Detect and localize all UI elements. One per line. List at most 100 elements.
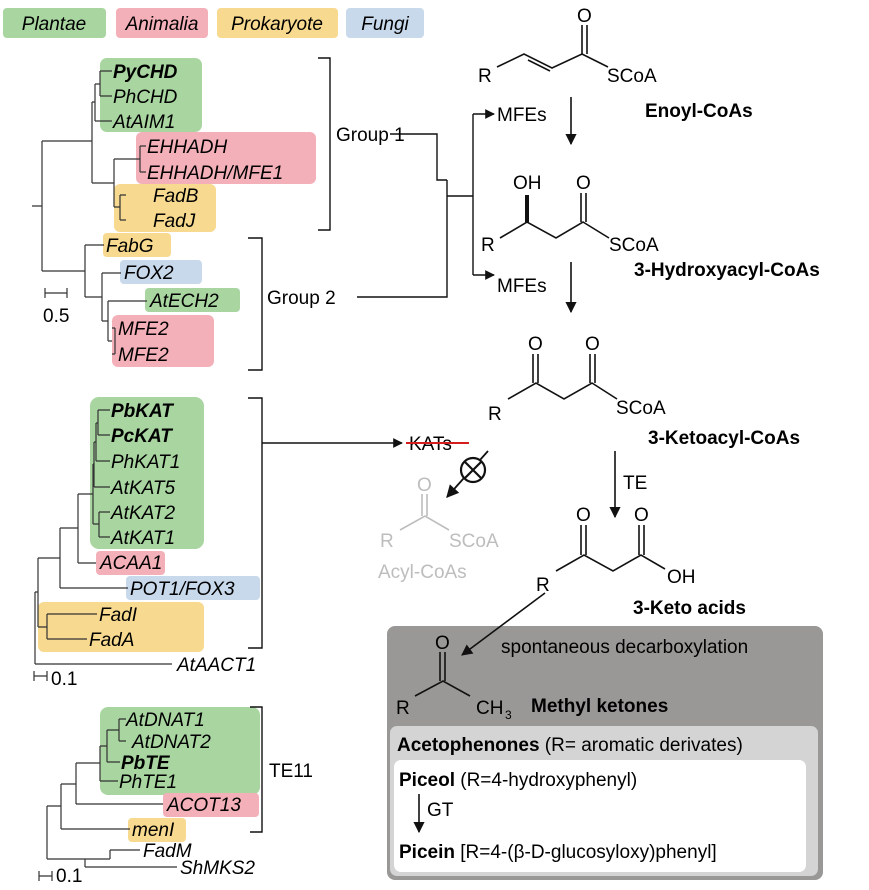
tree3-taxon-meni: menI (132, 820, 175, 841)
tree3-taxon-atdnat1: AtDNAT1 (125, 710, 205, 731)
tree2-pot1-box (126, 576, 260, 600)
tree3-highlights (100, 707, 260, 842)
acyl-r: R (380, 531, 394, 552)
tree1-taxon-phchd: PhCHD (113, 87, 178, 108)
tree1-taxon-ehhadh-mfe1: EHHADH/MFE1 (147, 163, 283, 184)
legend-prokaryote-swatch (217, 8, 338, 38)
ketoacyl-coas-label: 3-Ketoacyl-CoAs (648, 428, 800, 449)
tree1-plant-box (100, 58, 202, 132)
tree1-fox2-box (120, 260, 202, 284)
acyl-coas-label: Acyl-CoAs (378, 562, 467, 583)
mk-ch3-sub: 3 (505, 708, 512, 722)
tree1-animal-box (136, 132, 316, 184)
hydroxy-scoa: SCoA (609, 235, 659, 256)
ketoacid-r: R (536, 575, 550, 596)
keto-acids-label: 3-Keto acids (633, 598, 746, 619)
mfes-label-2: MFEs (497, 276, 547, 297)
tree2-taxon-fadi: FadI (99, 605, 138, 626)
methyl-ketones-label: Methyl ketones (531, 696, 668, 717)
tree2-scale-label: 0.1 (51, 669, 77, 690)
ketoacyl-coa-atoms: R O O SCoA (488, 334, 666, 425)
kats-label: KATs (409, 434, 452, 455)
legend-animalia-label: Animalia (125, 14, 199, 35)
picein-line: Picein [R=4-(β-D-glucosyloxy)phenyl] (399, 842, 717, 863)
tree2-labels: PbKAT PcKAT PhKAT1 AtKAT5 AtKAT2 AtKAT1 … (51, 401, 256, 690)
legend-animalia-swatch (116, 8, 208, 38)
tree3-taxon-fadm: FadM (143, 841, 192, 862)
tree3-branches (38, 718, 177, 881)
arrow-decarboxylation (461, 592, 546, 656)
tree1-atech2-box (145, 288, 240, 312)
tree1-fabg-box (103, 233, 171, 257)
ketoacyl-coa-structure (507, 354, 618, 400)
piceol-line: Piceol (R=4-hydroxyphenyl) (399, 770, 637, 791)
tree2-taxon-pckat: PcKAT (111, 426, 173, 447)
tree3-bracket (250, 706, 263, 833)
enoyl-coas-label: Enoyl-CoAs (645, 101, 753, 122)
enoyl-scoa: SCoA (607, 66, 657, 87)
acyl-coa-structure (399, 494, 450, 531)
tree2-plant-box (90, 397, 204, 549)
enoyl-r: R (478, 66, 492, 87)
blocked-reaction-icon (459, 456, 487, 484)
tree1-taxon-atech2: AtECH2 (149, 291, 219, 312)
tree1-branches (32, 70, 147, 355)
tree2-taxon-atkat5: AtKAT5 (110, 478, 175, 499)
tree2-taxon-ataact1: AtAACT1 (176, 655, 256, 676)
tree1-taxon-mfe2-b: MFE2 (118, 345, 169, 366)
mk-r: R (396, 698, 410, 719)
tree3-meni-box (128, 818, 186, 842)
te-label: TE (623, 473, 647, 494)
tree1-labels: PyCHD PhCHD AtAIM1 EHHADH EHHADH/MFE1 Fa… (43, 62, 283, 366)
tree1-group2-label: Group 2 (267, 288, 336, 309)
legend-fungi-label: Fungi (361, 14, 409, 35)
tree1-prok-box (114, 184, 216, 232)
enoyl-o: O (577, 6, 592, 27)
hydroxyacyl-coas-label: 3-Hydroxyacyl-CoAs (634, 260, 820, 281)
acyl-coa-atoms: R O SCoA (380, 475, 499, 552)
keto-o2: O (585, 334, 600, 355)
hydroxy-oh: OH (513, 173, 542, 194)
tree3-scale-label: 0.1 (56, 866, 82, 887)
decarboxylation-label: spontaneous decarboxylation (501, 637, 748, 658)
enoyl-coa-structure (496, 25, 609, 72)
acyl-o: O (417, 475, 432, 496)
hydroxyacyl-coa-structure (499, 193, 610, 239)
ketoacid-structure (555, 525, 666, 572)
mfes-label-1: MFEs (497, 105, 547, 126)
tree2-taxon-fada: FadA (89, 630, 134, 651)
tree2-taxon-acaa1: ACAA1 (99, 553, 162, 574)
ketoacid-oh: OH (667, 567, 696, 588)
tree3-taxon-pbte: PbTE (121, 753, 171, 774)
tree1-taxon-fox2: FOX2 (124, 263, 174, 284)
tree1-taxon-fadj: FadJ (153, 211, 196, 232)
tree2-taxon-phkat1: PhKAT1 (111, 452, 180, 473)
tree1-taxon-mfe2-a: MFE2 (118, 319, 169, 340)
tree2-branches (33, 409, 172, 681)
keto-r: R (488, 404, 502, 425)
ketoacid-o2: O (634, 505, 649, 526)
tree1-taxon-pychd: PyCHD (113, 62, 178, 83)
tree3-taxon-acot13: ACOT13 (166, 795, 241, 816)
tree3-labels: AtDNAT1 AtDNAT2 PbTE PhTE1 ACOT13 menI F… (56, 710, 255, 887)
hydroxy-o: O (576, 173, 591, 194)
gt-label: GT (427, 800, 454, 821)
keto-o1: O (528, 334, 543, 355)
piceol-box (394, 760, 806, 872)
tree3-group-label: TE11 (269, 761, 313, 782)
tree1-taxon-fadb: FadB (153, 186, 199, 207)
legend-prokaryote-label: Prokaryote (231, 14, 323, 35)
mk-o: O (435, 633, 450, 654)
keto-scoa: SCoA (616, 398, 666, 419)
tree2-taxon-pbkat: PbKAT (111, 401, 174, 422)
tree3-taxon-shmks2: ShMKS2 (180, 858, 255, 879)
tree3-taxon-atdnat2: AtDNAT2 (131, 732, 211, 753)
tree2-acaa1-box (96, 551, 165, 575)
legend-plantae-swatch (3, 8, 106, 38)
methyl-ketone-box: spontaneous decarboxylation O R CH 3 Met… (387, 592, 823, 880)
tree1-highlights (100, 58, 316, 367)
tree1-group-brackets (248, 57, 495, 371)
tree3-plant-box (100, 707, 260, 795)
ketoacid-o1: O (576, 505, 591, 526)
